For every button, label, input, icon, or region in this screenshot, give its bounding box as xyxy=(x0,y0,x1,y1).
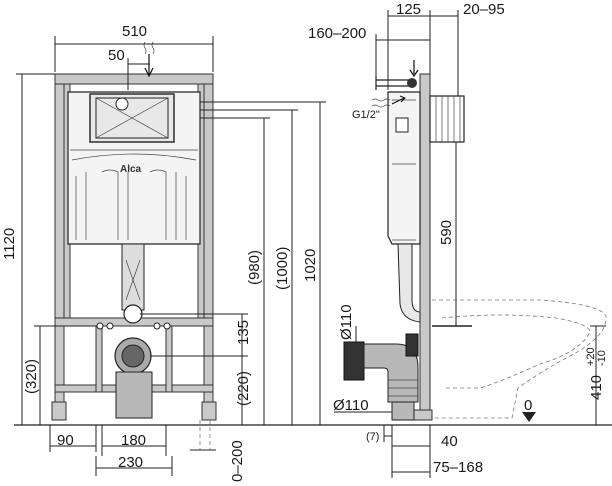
dim-line-410 xyxy=(590,325,606,425)
side-inlet-valve xyxy=(407,78,417,88)
drain-pipe-front xyxy=(115,371,153,419)
dim-320: (320) xyxy=(23,359,40,394)
pan-connector xyxy=(343,341,365,381)
side-flush-pipe xyxy=(397,243,421,323)
frame-foot-right xyxy=(201,401,217,421)
tank-ribs xyxy=(70,149,198,240)
dim-50: 50 xyxy=(108,47,125,64)
dim-d110-top: Ø110 xyxy=(338,304,355,340)
toilet-bowl-dashed xyxy=(432,299,607,419)
side-cistern xyxy=(387,91,421,245)
wall-bracket-lines xyxy=(435,96,461,142)
dim-line-1020 xyxy=(200,101,326,425)
thread-label: G1/2" xyxy=(352,109,380,121)
dim-20-95: 20–95 xyxy=(463,1,505,18)
dim-line-1000 xyxy=(200,109,298,425)
dim-line-590 xyxy=(448,141,464,326)
lower-strut-right xyxy=(165,325,173,393)
drain-collar xyxy=(405,333,419,357)
brand-logo: Alca xyxy=(120,164,142,175)
dim-510: 510 xyxy=(122,23,147,40)
floor-zero-label: 0 xyxy=(524,397,532,414)
dim-d110-bottom: Ø110 xyxy=(333,397,369,414)
dim-1020: 1020 xyxy=(302,249,319,282)
drain-ribs xyxy=(388,379,418,397)
wall-bracket xyxy=(429,95,465,143)
dim-75-168: 75–168 xyxy=(433,459,483,476)
side-cistern-detail xyxy=(392,99,416,241)
dim-line-7 xyxy=(383,425,392,442)
dim-line-230 xyxy=(95,456,173,476)
dim-line-320 xyxy=(34,325,96,425)
dim-160-200: 160–200 xyxy=(308,25,366,42)
dim-125: 125 xyxy=(396,1,421,18)
dim-line-160-200 xyxy=(375,34,430,76)
dim-line-180 xyxy=(101,425,167,456)
dim-line-0-200 xyxy=(190,424,216,451)
dim-180: 180 xyxy=(121,432,146,449)
flush-pipe-front xyxy=(121,243,145,311)
dim-line-125 xyxy=(387,10,431,90)
dim-40: 40 xyxy=(441,433,458,450)
mounting-bolts xyxy=(96,322,171,330)
flush-pipe-lines xyxy=(125,259,141,301)
drain-outlet-side xyxy=(391,401,415,421)
dim-7: (7) xyxy=(366,431,379,443)
dim-1000: (1000) xyxy=(274,247,291,290)
water-inlet-arrow xyxy=(144,54,154,78)
dim-line-510 xyxy=(54,36,214,72)
dim-line-980 xyxy=(200,117,270,425)
dim-line-20-95 xyxy=(430,10,459,96)
side-view: 0 125 20–95 160–200 G1/2" 590 Ø110 Ø110 … xyxy=(308,1,608,478)
dim-220: (220) xyxy=(235,371,252,406)
floor-adjust-dashed xyxy=(199,420,211,450)
dim-line-40 xyxy=(391,425,431,478)
drain-outlet-inner xyxy=(121,344,145,368)
dim-1120: 1120 xyxy=(1,228,18,260)
front-view: Alca 510 50 1120 (980) xyxy=(1,23,326,482)
dim-135: 135 xyxy=(235,320,252,345)
frame-left-post xyxy=(54,73,65,421)
side-inlet-pipe xyxy=(375,76,412,90)
frame-right-post xyxy=(203,73,214,421)
dim-410: 410 xyxy=(588,375,605,400)
dim-0-200: 0–200 xyxy=(229,440,246,482)
frame-top-rail xyxy=(54,73,214,85)
thread-arrow xyxy=(391,95,406,105)
dim-line-50 xyxy=(127,58,150,90)
dim-line-135 xyxy=(140,313,248,357)
dim-230: 230 xyxy=(118,454,143,471)
inlet-valve xyxy=(115,97,129,111)
dim-410-tol-plus: +20 xyxy=(585,347,597,366)
side-frame-post xyxy=(419,73,431,421)
dim-90: 90 xyxy=(57,432,74,449)
dim-980: (980) xyxy=(246,250,263,285)
lower-strut-left xyxy=(95,325,103,393)
dim-410-tol-minus: -10 xyxy=(596,350,608,366)
side-actuator xyxy=(395,117,409,133)
floor-zero-marker xyxy=(522,412,536,422)
flush-opening-inner xyxy=(95,97,169,139)
flush-opening-cross xyxy=(95,97,169,139)
flush-outlet-ring xyxy=(123,304,143,324)
dim-590: 590 xyxy=(438,220,455,245)
side-inlet-arrow xyxy=(409,60,419,78)
dim-line-1120 xyxy=(16,73,55,425)
side-inlet-wave xyxy=(371,98,391,108)
dim-line-90 xyxy=(49,425,97,452)
frame-foot-left xyxy=(51,401,67,421)
